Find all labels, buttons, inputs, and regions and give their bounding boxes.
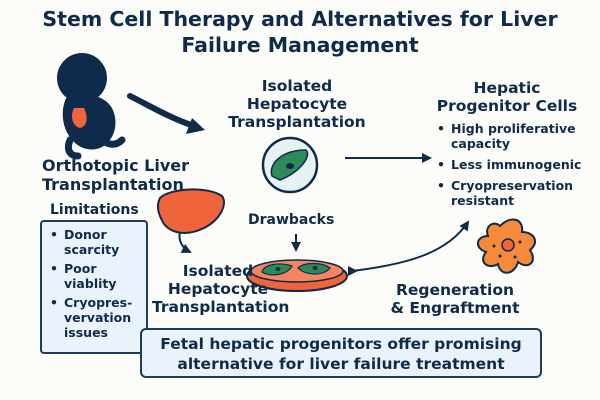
- isolated-hepatocyte-bottom-label: Isolated Hepatocyte Transplantation: [152, 262, 290, 316]
- liver-icon: [156, 188, 225, 234]
- orthotopic-label-line1: Orthotopic Liver: [42, 156, 190, 175]
- isolated-bottom-line3: Transplantation: [152, 298, 290, 316]
- limitation-item: Donor scarcity: [50, 227, 146, 257]
- isolated-bottom-line2: Hepatocyte: [167, 280, 269, 298]
- fetus-icon: [57, 53, 126, 160]
- progenitor-item: Cryopreservation resistant: [437, 178, 597, 208]
- regeneration-arrow-tail: [348, 266, 358, 276]
- diagram-title-text: Stem Cell Therapy and Alternatives for L…: [42, 7, 558, 57]
- regeneration-arrow: [351, 220, 470, 272]
- isolated-top-line2: Hepatocyte: [246, 95, 348, 113]
- drawbacks-label: Drawbacks: [248, 212, 335, 228]
- summary-line1: Fetal hepatic progenitors offer promisin…: [160, 335, 522, 353]
- limitations-heading: Limitations: [50, 202, 139, 218]
- fetus-to-hepatocyte-arrow: [127, 93, 197, 129]
- orthotopic-label-line2: Transplantation: [42, 175, 184, 194]
- progenitor-heading-line1: Hepatic: [473, 79, 541, 97]
- diagram-title: Stem Cell Therapy and Alternatives for L…: [0, 6, 600, 58]
- isolated-top-line1: Isolated: [261, 77, 333, 95]
- isolated-bottom-line1: Isolated: [182, 262, 254, 280]
- progenitor-heading: Hepatic Progenitor Cells: [432, 79, 582, 115]
- summary-box: Fetal hepatic progenitors offer promisin…: [140, 328, 542, 378]
- progenitor-list: High proliferative capacity Less immunog…: [437, 121, 597, 214]
- regeneration-line1: Regeneration: [395, 281, 515, 299]
- progenitor-cell-icon: [477, 218, 537, 274]
- regeneration-label: Regeneration & Engraftment: [380, 281, 530, 317]
- summary-line2: alternative for liver failure treatment: [177, 355, 505, 373]
- limitation-item: Cryopres-vervation issues: [50, 295, 146, 340]
- hepatocyte-cell-icon: [261, 136, 319, 194]
- regeneration-line2: & Engraftment: [390, 299, 520, 317]
- limitation-item: Poor viablity: [50, 261, 146, 291]
- progenitor-item: High proliferative capacity: [437, 121, 597, 151]
- progenitor-heading-line2: Progenitor Cells: [436, 97, 578, 115]
- isolated-top-line3: Transplantation: [228, 113, 366, 131]
- isolated-hepatocyte-top-label: Isolated Hepatocyte Transplantation: [222, 77, 372, 131]
- petri-dish-icon: [246, 259, 348, 292]
- limitations-list: Donor scarcity Poor viablity Cryopres-ve…: [50, 227, 146, 344]
- liver-arrow: [178, 231, 192, 253]
- fetus-arrow-head: [186, 118, 205, 134]
- orthotopic-label: Orthotopic Liver Transplantation: [42, 156, 189, 194]
- progenitor-item: Less immunogenic: [437, 157, 597, 172]
